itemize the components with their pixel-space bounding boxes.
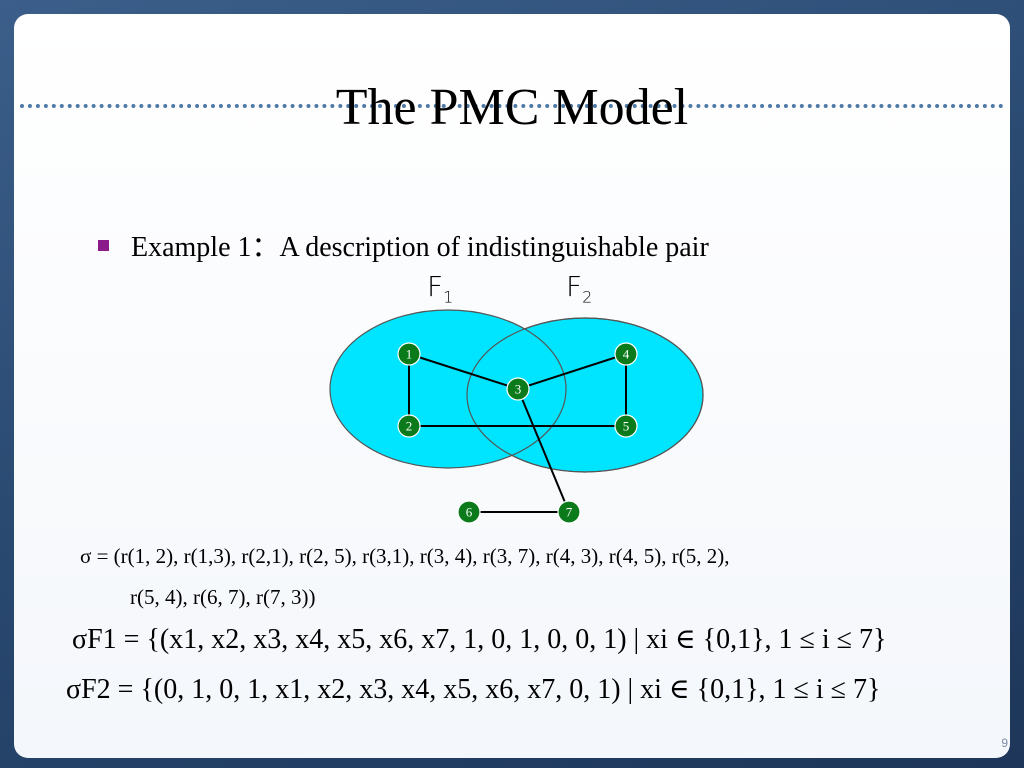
node-7: 7 <box>557 500 581 524</box>
node-label: 3 <box>515 382 522 397</box>
f2-region-outline <box>466 317 704 473</box>
title-divider <box>20 104 1004 108</box>
node-label: 1 <box>406 347 413 362</box>
node-2: 2 <box>397 414 421 438</box>
bullet-item: Example 1：A description of indistinguish… <box>98 228 709 268</box>
node-label: 7 <box>566 505 573 520</box>
node-6: 6 <box>457 500 481 524</box>
node-5: 5 <box>614 414 638 438</box>
sigma-formula-line1: σ = (r(1, 2), r(1,3), r(2,1), r(2, 5), r… <box>80 544 730 568</box>
f1-region <box>329 309 567 469</box>
edge-1-3 <box>408 353 519 390</box>
page-number: 9 <box>1001 736 1008 750</box>
node-1: 1 <box>397 342 421 366</box>
bullet-text: Example 1：A description of indistinguish… <box>131 232 709 263</box>
node-label: 5 <box>623 419 630 434</box>
node-label: 4 <box>623 347 630 362</box>
node-3: 3 <box>506 377 530 401</box>
node-label: 2 <box>406 419 413 434</box>
sigma-formula-line2: r(5, 4), r(6, 7), r(7, 3)) <box>130 585 316 609</box>
sigma-f1-formula: σF1 = {(x1, x2, x3, x4, x5, x6, x7, 1, 0… <box>72 624 887 655</box>
node-4: 4 <box>614 342 638 366</box>
f2-label: F2 <box>566 270 593 307</box>
bullet-square-icon <box>98 240 109 251</box>
sigma-f2-formula: σF2 = {(0, 1, 0, 1, x1, x2, x3, x4, x5, … <box>66 674 881 705</box>
edge-3-7 <box>517 388 570 513</box>
slide-title: The PMC Model <box>335 79 689 136</box>
f1-label: F1 <box>427 270 454 307</box>
edge-3-4 <box>517 353 627 390</box>
node-label: 6 <box>466 505 473 520</box>
